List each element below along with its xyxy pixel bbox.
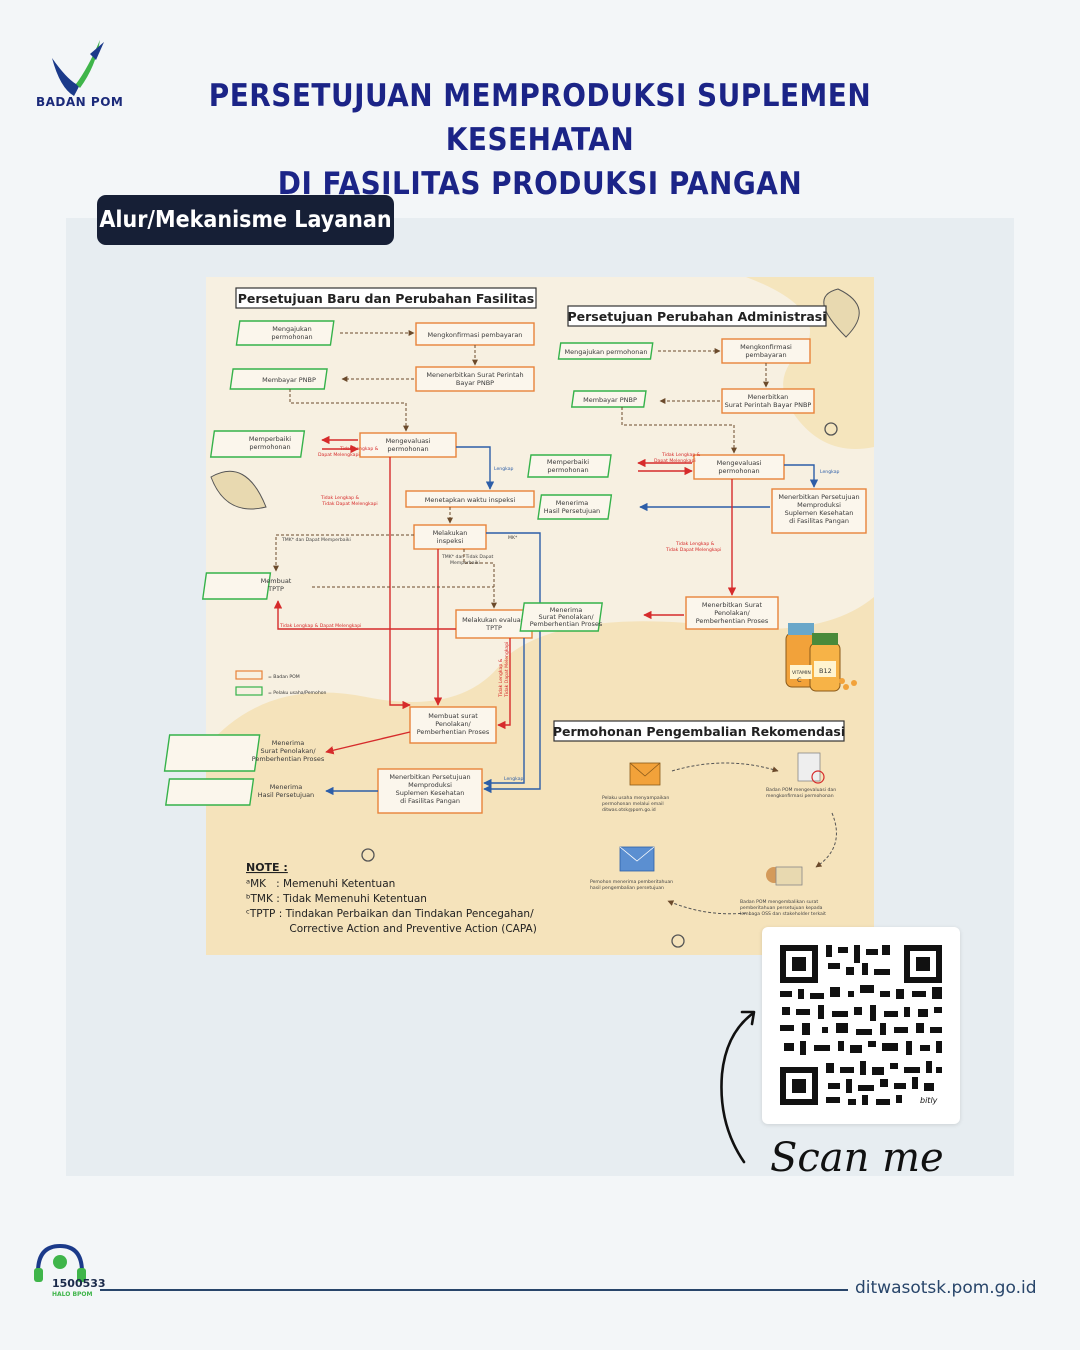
note-heading: NOTE : (246, 861, 288, 874)
label-tptp-dapat: Tidak Lengkap & Dapat Melengkapi (279, 623, 361, 629)
page-title: PERSETUJUAN MEMPRODUKSI SUPLEMEN KESEHAT… (120, 74, 960, 206)
vitamin-bottles-icon: VITAMIN C B12 (785, 623, 857, 692)
title-line-1: PERSETUJUAN MEMPRODUKSI SUPLEMEN KESEHAT… (208, 78, 872, 158)
step-bayar: Membayar PNBP (262, 376, 316, 384)
logo-text: BADAN POM (36, 95, 124, 109)
qr-code-card[interactable]: bitly (762, 927, 960, 1124)
badan-pom-logo (52, 40, 104, 96)
label-tidak-lengkap-1: Tidak Lengkap &Dapat Melengkapi (318, 446, 379, 458)
label-lengkap-2: Lengkap (504, 776, 524, 782)
leaf-icon (210, 288, 860, 510)
email-icon (629, 762, 661, 786)
rlabel-tidak-lengkap-1: Tidak Lengkap &Dapat Melengkapi (654, 452, 701, 464)
right-section-title: Persetujuan Perubahan Administrasi (568, 309, 827, 324)
qr-code[interactable]: bitly (762, 927, 960, 1124)
svg-text:C: C (797, 676, 802, 684)
envelope-icon (619, 846, 655, 872)
label-tidak-lengkap-2: Tidak Lengkap &Tidak Dapat Melengkapi (320, 495, 378, 507)
label-tmk-dapat: TMK* dan Dapat Memperbaiki (281, 537, 351, 543)
hotline-sub: HALO BPOM (52, 1291, 93, 1298)
step-konfirmasi: Mengkonfirmasi pembayaran (428, 331, 523, 339)
rlabel-lengkap: Lengkap (820, 469, 840, 475)
legend-badan-swatch (235, 670, 263, 680)
note-line-1: ᵃMK : Memenuhi Ketentuan (246, 878, 395, 890)
footer-divider (100, 1289, 848, 1291)
rlabel-tidak-lengkap-2: Tidak Lengkap &Tidak Dapat Melengkapi (665, 541, 721, 553)
bottom-section-title-box (553, 720, 845, 742)
hotline-number: 1500533 (52, 1277, 106, 1290)
section-label: Alur/Mekanisme Layanan (97, 195, 394, 245)
note-line-4: Corrective Action and Preventive Action … (246, 923, 537, 935)
note-line-3: ᶜTPTP : Tindakan Perbaikan dan Tindakan … (246, 908, 534, 920)
right-section-title-box (567, 305, 827, 327)
svg-text:B12: B12 (819, 667, 832, 675)
mail-user-icon (766, 866, 803, 886)
footer-url[interactable]: ditwasotsk.pom.go.id (855, 1278, 1037, 1298)
legend-pelaku: = Pelaku usaha/Pemohon (268, 690, 327, 696)
rstep-bayar: Membayar PNBP (583, 396, 637, 404)
label-lengkap-1: Lengkap (494, 466, 514, 472)
flow-diagram: .t{font-family:"DejaVu Sans",sans-serif;… (163, 277, 874, 955)
curved-arrow-icon (720, 1010, 756, 1164)
label-tptp-tidak: Tidak Lengkap &Tidak Dapat Melengkapi (498, 642, 510, 698)
bottom-section-title: Permohonan Pengembalian Rekomendasi (553, 724, 845, 739)
left-section-title: Persetujuan Baru dan Perubahan Fasilitas (238, 291, 535, 306)
flow-diagram-svg: .t{font-family:"DejaVu Sans",sans-serif;… (163, 277, 874, 955)
note-line-2: ᵇTMK : Tidak Memenuhi Ketentuan (246, 893, 427, 905)
legend-badan: = Badan POM (268, 674, 300, 680)
step-waktu-inspeksi: Menetapkan waktu inspeksi (425, 496, 516, 504)
scan-me-label: Scan me (770, 1135, 944, 1181)
svg-text:VITAMIN: VITAMIN (792, 670, 811, 676)
hotline-logo: 1500533 HALO BPOM (34, 1243, 106, 1298)
rstep-mengajukan: Mengajukan permohonan (565, 348, 648, 356)
left-section-title-box (235, 287, 537, 309)
legend-pelaku-swatch (235, 686, 263, 696)
bitly-badge: bitly (920, 1096, 938, 1105)
label-mk: MK* (508, 535, 518, 541)
clipboard-icon (797, 752, 825, 784)
ring-icon (361, 422, 838, 948)
